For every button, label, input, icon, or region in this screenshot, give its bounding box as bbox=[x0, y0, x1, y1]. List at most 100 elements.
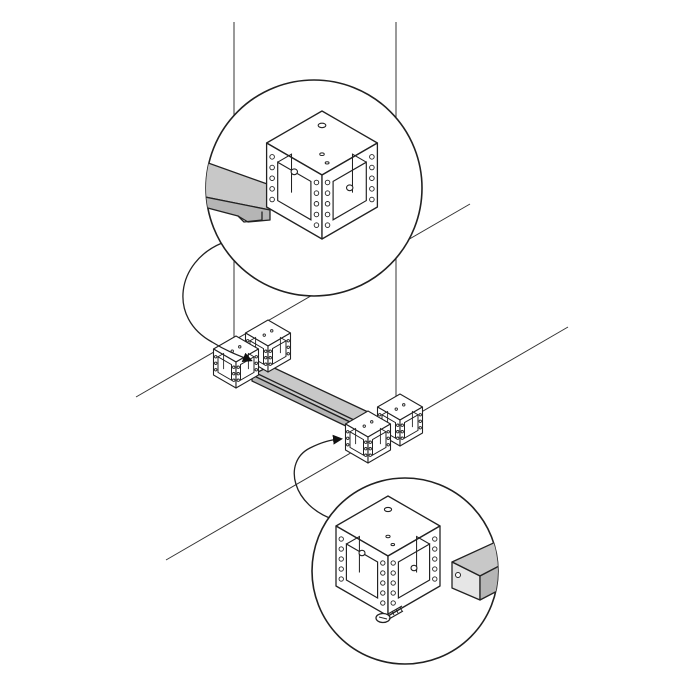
cube-hole bbox=[214, 361, 218, 365]
cube-hole bbox=[418, 419, 422, 423]
cube-top-hole bbox=[370, 420, 374, 424]
cube-side-hole bbox=[290, 168, 299, 176]
cube-hole bbox=[346, 443, 350, 447]
cube-hole bbox=[432, 536, 438, 542]
cube-hole bbox=[418, 426, 422, 430]
cube-right-face bbox=[399, 406, 424, 447]
cube-top-hole bbox=[390, 543, 396, 547]
cube-hole bbox=[418, 413, 422, 417]
top-detail-callout bbox=[205, 79, 423, 297]
cube-hole bbox=[369, 154, 375, 160]
cube-hole bbox=[268, 362, 272, 366]
cube-hole bbox=[313, 201, 320, 207]
cube-hole bbox=[286, 345, 290, 349]
cube-inner-frame bbox=[277, 153, 293, 193]
cube-hole bbox=[396, 436, 400, 440]
cube-hole bbox=[313, 190, 320, 196]
cube-hole bbox=[268, 356, 272, 360]
cube-top-hole bbox=[383, 506, 393, 513]
cube-hole bbox=[214, 368, 218, 372]
cube-hole bbox=[264, 356, 268, 360]
cube-hole bbox=[254, 361, 258, 365]
cube-inner-frame bbox=[349, 427, 357, 445]
cube-hole bbox=[313, 211, 320, 218]
cube-hole bbox=[254, 355, 258, 359]
cube-hole bbox=[368, 453, 372, 457]
cube-hole bbox=[386, 430, 390, 434]
bottom-detail-board-hole bbox=[455, 572, 461, 578]
cube-hole bbox=[380, 560, 386, 566]
cube-hole bbox=[269, 175, 275, 181]
cube-hole bbox=[364, 440, 368, 444]
cube-side-hole bbox=[358, 549, 366, 557]
cube-hole bbox=[214, 355, 218, 359]
cube-inner-frame-right bbox=[379, 427, 387, 445]
cube-top-hole bbox=[324, 161, 330, 165]
cube-top-hole bbox=[385, 534, 391, 539]
cube-hole bbox=[286, 352, 290, 356]
cube-hole bbox=[369, 196, 375, 203]
cube-right-window bbox=[332, 161, 367, 221]
cube-hole bbox=[324, 201, 331, 207]
cube-hole bbox=[400, 430, 404, 434]
cube-top-hole bbox=[402, 403, 406, 407]
cube-hole bbox=[380, 580, 386, 586]
cube-right-window bbox=[372, 430, 387, 457]
cube-hole bbox=[432, 576, 438, 582]
cube-top-hole bbox=[362, 424, 366, 428]
cube-inner-frame bbox=[346, 535, 360, 573]
cube-inner-frame bbox=[217, 352, 225, 370]
cube-left-window bbox=[217, 355, 232, 382]
cube-hole bbox=[286, 339, 290, 343]
cube-hole bbox=[324, 190, 331, 196]
cube-right-face bbox=[267, 332, 292, 373]
cube-left-window bbox=[349, 430, 364, 457]
cube-hole bbox=[364, 453, 368, 457]
cube-hole bbox=[246, 339, 250, 343]
cube-hole bbox=[369, 164, 375, 171]
cube-inner-frame-right bbox=[411, 410, 419, 428]
top-detail-board-tab bbox=[237, 211, 263, 223]
cube-hole bbox=[386, 436, 390, 440]
cube-hole bbox=[264, 349, 268, 353]
cube-side-hole bbox=[345, 184, 354, 192]
cube-hole bbox=[364, 447, 368, 451]
cube-top-hole bbox=[270, 329, 274, 333]
cube-top-hole bbox=[262, 333, 266, 337]
cube-hole bbox=[346, 436, 350, 440]
cube-right-window bbox=[397, 542, 431, 600]
cube-hole bbox=[368, 447, 372, 451]
cube-hole bbox=[368, 440, 372, 444]
cube-hole bbox=[254, 368, 258, 372]
cube-hole bbox=[390, 590, 396, 596]
cube-hole bbox=[432, 556, 438, 562]
cube-hole bbox=[400, 436, 404, 440]
cube-hole bbox=[269, 164, 275, 171]
board-top-face bbox=[251, 365, 369, 423]
cube-hole bbox=[313, 179, 320, 186]
curved-arrow-icon-top bbox=[182, 242, 253, 363]
cube-hole bbox=[432, 546, 438, 552]
cube-hole bbox=[269, 154, 275, 160]
cube-hole bbox=[380, 570, 386, 576]
cube-hole bbox=[380, 590, 386, 596]
cube-hole bbox=[369, 186, 375, 192]
cube-top-hole bbox=[319, 152, 325, 156]
cube-hole bbox=[338, 536, 344, 542]
cube-hole bbox=[324, 179, 331, 186]
cube-hole bbox=[396, 423, 400, 427]
cube-top-hole bbox=[394, 407, 398, 411]
cube-hole bbox=[269, 186, 275, 192]
cube-hole bbox=[432, 566, 438, 572]
cube-hole bbox=[338, 546, 344, 552]
cube-right-window bbox=[404, 413, 419, 440]
cube-hole bbox=[269, 196, 275, 203]
cube-hole bbox=[268, 349, 272, 353]
cube-hole bbox=[232, 372, 236, 376]
screw-icon bbox=[375, 605, 404, 624]
cube-hole bbox=[324, 222, 331, 228]
cube-hole bbox=[390, 600, 396, 606]
connector-cube-left bbox=[212, 319, 292, 389]
bottom-detail-connector-cube bbox=[335, 495, 441, 617]
